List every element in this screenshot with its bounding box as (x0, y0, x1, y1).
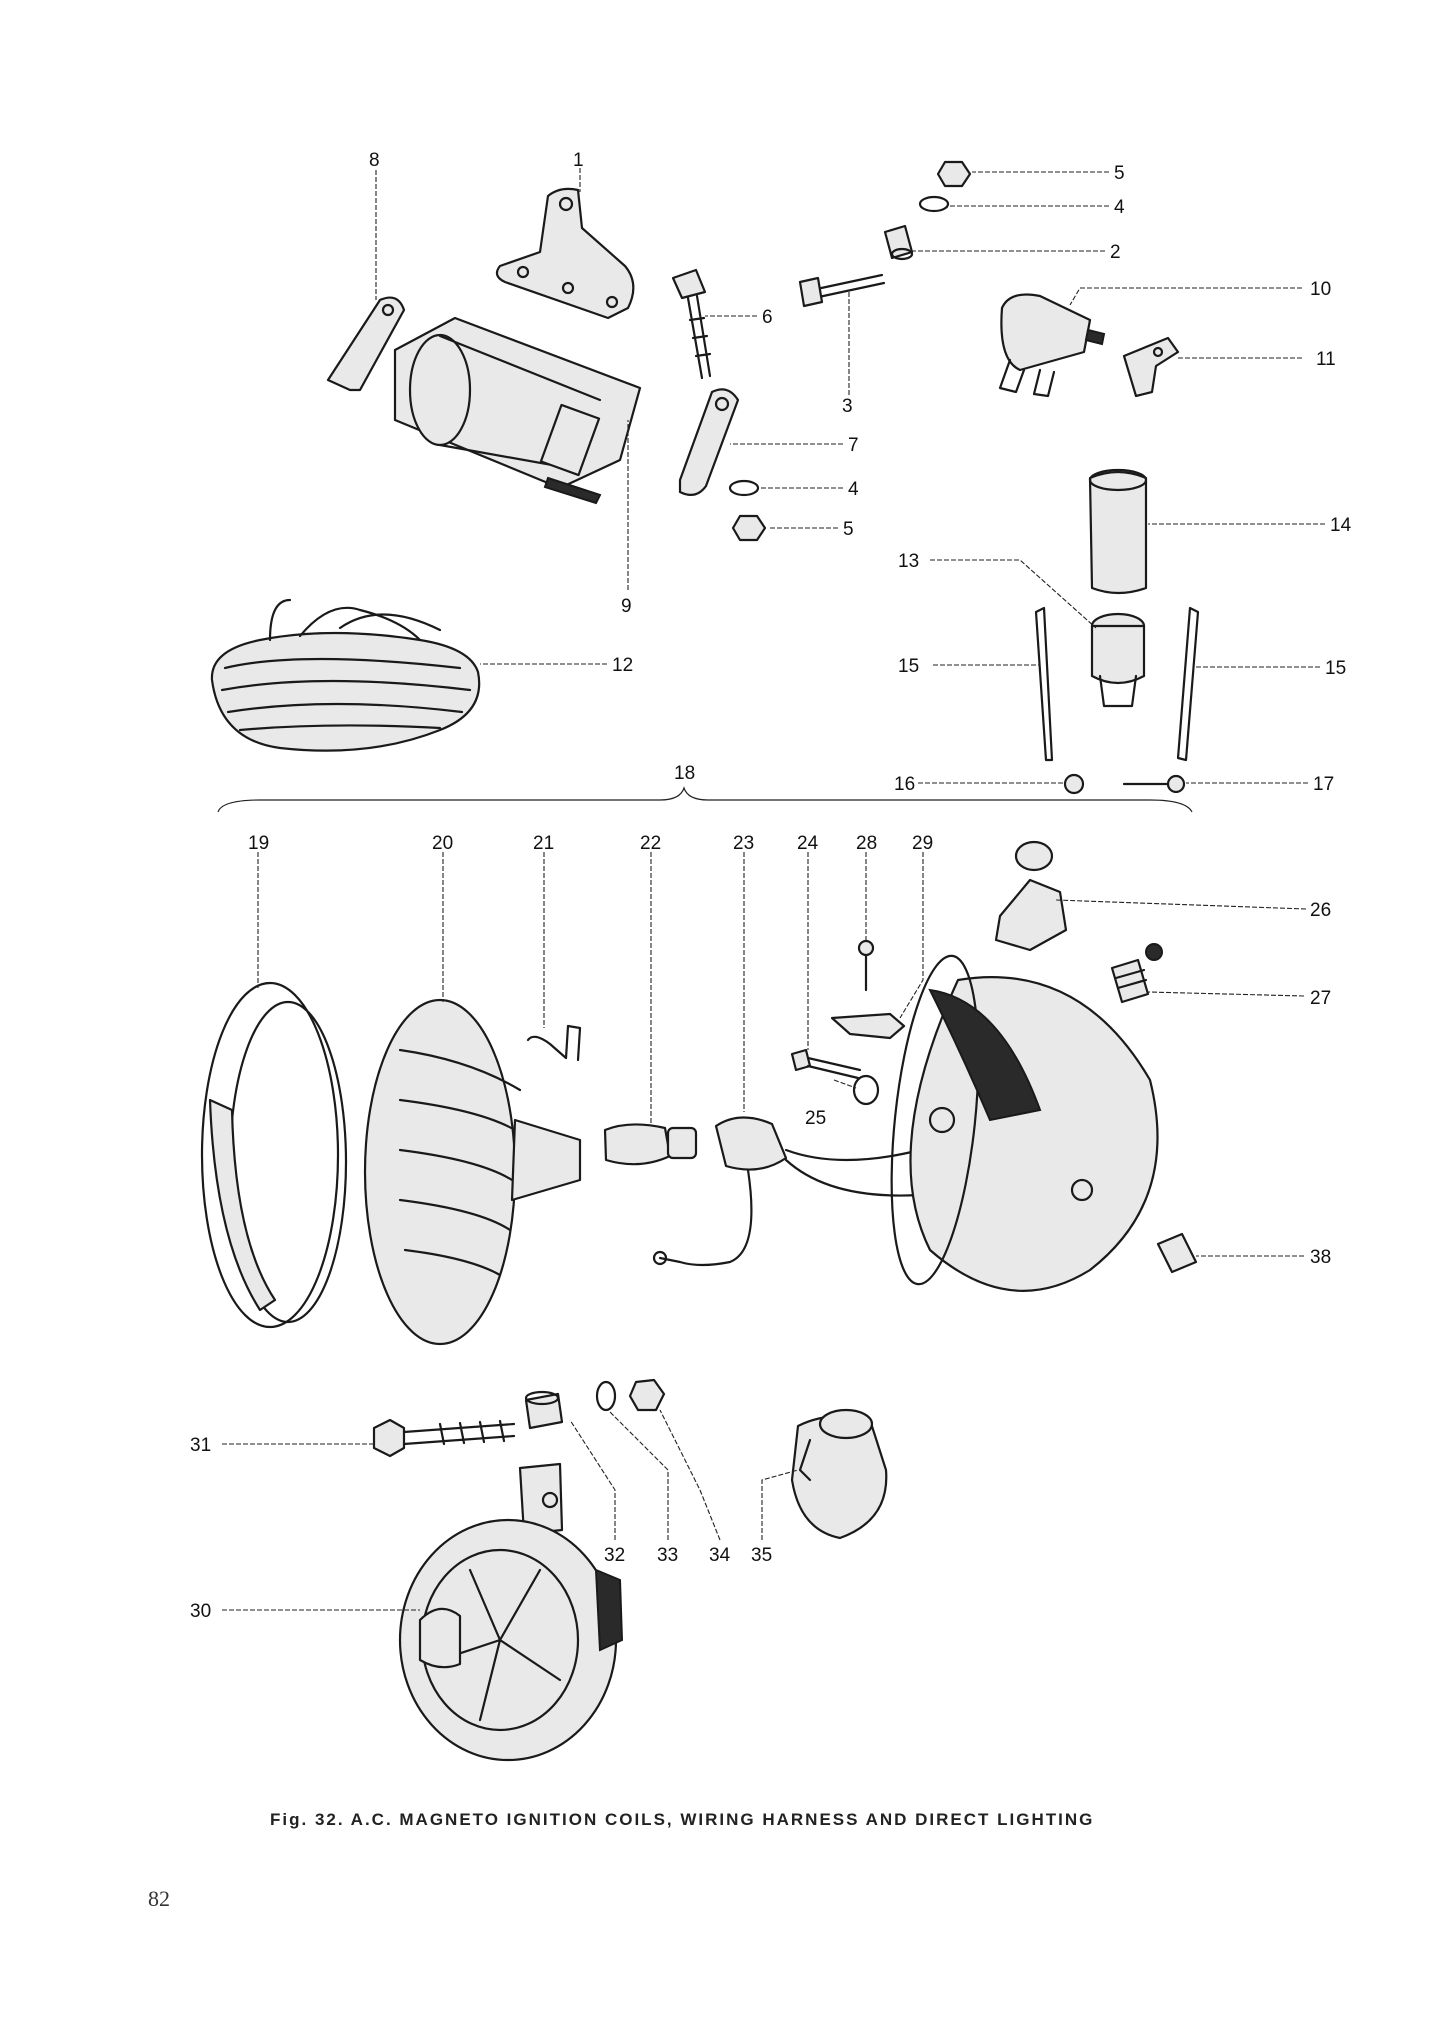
callout-12: 12 (612, 655, 633, 676)
part-27-lamp-socket (1110, 943, 1163, 1004)
callout-5b: 5 (843, 519, 854, 540)
part-2-spacer (883, 224, 914, 261)
callout-6: 6 (762, 307, 773, 328)
callout-2: 2 (1110, 242, 1121, 263)
part-23-bulb-holder (652, 1116, 922, 1267)
part-20-reflector (363, 998, 582, 1346)
part-19-rim (200, 981, 348, 1329)
part-13-switch-body (1090, 612, 1146, 708)
callout-19: 19 (248, 833, 269, 854)
part-4-washer-mid (728, 479, 760, 497)
callout-10: 10 (1310, 279, 1331, 300)
callout-33: 33 (657, 1545, 678, 1566)
part-22-bulb (603, 1123, 698, 1166)
callout-21: 21 (533, 833, 554, 854)
part-1-mounting-bracket (495, 187, 635, 320)
callout-17: 17 (1313, 774, 1334, 795)
part-5-nut-top (936, 160, 972, 188)
part-16-grommet (1063, 773, 1085, 795)
part-15-strap-left (1034, 606, 1054, 762)
callout-11: 11 (1316, 349, 1336, 370)
callout-34: 34 (709, 1545, 731, 1566)
callout-35: 35 (751, 1545, 772, 1566)
part-25-washer (852, 1074, 880, 1106)
callout-8: 8 (369, 150, 380, 171)
part-32-spacer (524, 1390, 564, 1430)
callout-32: 32 (604, 1545, 625, 1566)
part-29-plate (830, 1012, 906, 1040)
part-15-strap-right (1176, 606, 1200, 762)
part-10-condenser (998, 293, 1106, 398)
callout-labels: 1 2 3 4 4 5 5 6 7 8 9 10 11 12 13 14 15 … (190, 150, 1352, 1622)
callout-22: 22 (640, 833, 661, 854)
callout-1: 1 (573, 150, 584, 171)
part-9-ignition-coil (393, 316, 642, 505)
part-4-washer-top (918, 195, 950, 213)
callout-18: 18 (674, 763, 695, 784)
leader-lines (222, 168, 1325, 1611)
part-26-switch (994, 840, 1068, 952)
callout-13: 13 (898, 551, 919, 572)
callout-14: 14 (1330, 515, 1352, 536)
part-30-horn (398, 1462, 624, 1762)
part-6-bolt (671, 268, 712, 380)
part-17-split-pin (1122, 774, 1186, 794)
page-number: 82 (148, 1886, 170, 1911)
part-28-screw (857, 939, 875, 992)
callout-15a: 15 (898, 656, 919, 677)
part-21-spring-clip (526, 1024, 582, 1062)
part-headlamp-shell (890, 954, 1159, 1292)
part-14-sleeve (1088, 468, 1148, 595)
callout-3: 3 (842, 396, 853, 417)
callout-27: 27 (1310, 988, 1331, 1009)
callout-31: 31 (190, 1435, 211, 1456)
callout-5a: 5 (1114, 163, 1125, 184)
callout-24: 24 (797, 833, 819, 854)
part-24-bolt (790, 1048, 862, 1080)
callout-26: 26 (1310, 900, 1331, 921)
part-12-wiring-harness (210, 598, 481, 752)
part-34-nut (628, 1378, 666, 1412)
callout-4b: 4 (848, 479, 859, 500)
callout-16: 16 (894, 774, 915, 795)
callout-9: 9 (621, 596, 632, 617)
callout-38: 38 (1310, 1247, 1331, 1268)
part-33-washer (595, 1380, 617, 1412)
part-8-clip (326, 296, 406, 392)
callout-25: 25 (805, 1108, 826, 1129)
part-38-grommet (1156, 1232, 1198, 1274)
callout-28: 28 (856, 833, 877, 854)
part-31-bolt (372, 1418, 516, 1458)
callout-15b: 15 (1325, 658, 1346, 679)
callout-7: 7 (848, 435, 859, 456)
figure-caption: Fig. 32. A.C. MAGNETO IGNITION COILS, WI… (270, 1810, 1095, 1829)
callout-29: 29 (912, 833, 933, 854)
callout-23: 23 (733, 833, 754, 854)
callout-20: 20 (432, 833, 453, 854)
callout-4a: 4 (1114, 197, 1125, 218)
part-11-small-bracket (1122, 336, 1180, 398)
part-3-long-bolt (798, 273, 886, 308)
part-5-nut-mid (731, 514, 767, 542)
callout-30: 30 (190, 1601, 211, 1622)
part-7-clip (678, 388, 740, 497)
group-brace-18 (217, 786, 1193, 813)
part-35-horn-push (790, 1408, 888, 1540)
